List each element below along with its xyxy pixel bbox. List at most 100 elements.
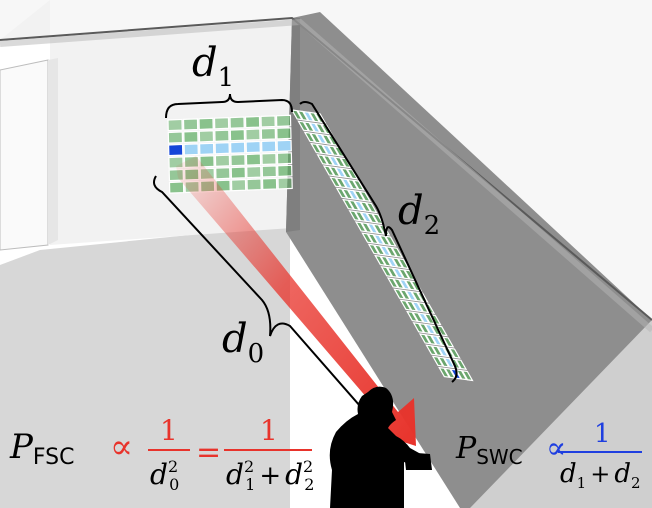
wall-tile — [431, 345, 444, 357]
wall-tile — [354, 221, 368, 233]
wall-tile — [327, 145, 340, 157]
wall-tile — [386, 277, 400, 289]
wall-path-tile — [308, 122, 322, 134]
wall-tile — [303, 131, 316, 143]
ceiling-tile — [229, 128, 246, 142]
wall-path-tile — [353, 200, 366, 212]
ceiling-tile — [230, 153, 246, 167]
wall-tile — [290, 109, 304, 121]
wall-tile — [399, 289, 412, 301]
wall-path-tile — [379, 245, 392, 257]
floor-right — [0, 225, 290, 508]
ceiling-tile — [230, 166, 247, 179]
formula-swc: PSWC ∝ 1 d1+d2 — [455, 419, 642, 492]
wall-tile — [348, 210, 361, 222]
wall-path-tile — [321, 144, 334, 156]
wall-tile — [296, 110, 309, 122]
ceiling-tile — [261, 177, 278, 191]
wall-tile — [359, 201, 372, 213]
ceiling-tile — [198, 117, 214, 131]
ceiling-tile — [275, 114, 292, 128]
wall-path-tile — [385, 256, 398, 268]
wall-tile — [340, 167, 353, 179]
svg-text:1: 1 — [160, 414, 178, 447]
wall-tile — [372, 223, 385, 235]
ceiling-source-tile — [167, 143, 184, 157]
wall-tile — [322, 165, 336, 177]
wall-tile — [438, 366, 451, 379]
wall-tile — [384, 235, 397, 247]
ceiling-path-tile — [229, 141, 246, 154]
wall-path-tile — [404, 290, 418, 302]
wall-tile — [418, 333, 432, 345]
wall-path-tile — [315, 133, 328, 145]
ceiling-tile — [261, 152, 277, 166]
ceiling-tile — [276, 152, 293, 165]
partition-edge — [48, 58, 58, 245]
ceiling-path-tile — [183, 143, 199, 156]
wall-tile — [397, 268, 411, 280]
wall-tile — [361, 232, 374, 244]
ceiling-tile — [215, 167, 231, 180]
wall-tile — [454, 358, 468, 371]
svg-text:d20: d20 — [150, 457, 179, 494]
wall-tile — [342, 198, 355, 211]
wall-tile — [461, 370, 474, 382]
ceiling-tile — [246, 165, 262, 179]
ceiling-tile — [198, 130, 215, 143]
wall-tile — [333, 156, 347, 168]
wall-tile — [328, 166, 341, 178]
wall-path-tile — [436, 346, 450, 358]
wall-path-tile — [417, 312, 430, 324]
wall-tile — [346, 168, 359, 180]
wall-tile — [425, 344, 438, 356]
ceiling-tile — [167, 131, 184, 144]
ceiling-path-tile — [198, 142, 215, 156]
wall-tile — [448, 347, 461, 359]
wall-top-edge-2 — [0, 18, 652, 333]
wall-path-tile — [372, 234, 386, 246]
wall-tile — [406, 310, 419, 323]
svg-text:PFSC: PFSC — [9, 427, 74, 470]
person-silhouette — [329, 386, 432, 508]
wall-path-tile — [392, 267, 405, 279]
wall-tile — [303, 121, 316, 133]
wall-tile — [329, 176, 342, 188]
ceiling-tile — [167, 118, 183, 132]
wall-tile — [385, 246, 398, 258]
d2-brace — [299, 101, 458, 383]
wall-tile — [347, 199, 361, 211]
wall-tile — [392, 278, 405, 290]
ceiling-tile — [213, 117, 230, 130]
wall-tile — [360, 222, 373, 234]
wall-path-tile — [366, 222, 379, 235]
wall-tile — [405, 300, 418, 312]
wall-tile — [315, 143, 329, 155]
ceiling-path-tile — [245, 140, 261, 154]
ceiling-tile — [245, 128, 261, 141]
d0-label: d0 — [222, 316, 264, 369]
wall-path-tile — [398, 278, 411, 291]
wall-path-tile — [340, 178, 354, 190]
wall-tile — [378, 234, 391, 247]
far-floor — [470, 320, 652, 508]
wall-tile — [308, 111, 321, 123]
wall-tile — [379, 255, 393, 267]
wall-tile — [365, 202, 378, 214]
wall-path-tile — [347, 189, 360, 201]
wall-tile — [353, 190, 366, 202]
ceiling-tile — [277, 164, 293, 178]
d1-brace — [165, 93, 293, 119]
wall-tile — [411, 311, 425, 323]
wall-tile — [373, 244, 386, 256]
wall-tile — [374, 254, 387, 267]
wall-tile — [412, 322, 425, 334]
ceiling-tile — [214, 129, 230, 142]
svg-text:=: = — [196, 435, 221, 470]
wall-path-tile — [360, 211, 373, 223]
wall-tile — [309, 132, 322, 144]
d2-label: d2 — [398, 188, 440, 241]
wall-tile — [335, 187, 348, 199]
